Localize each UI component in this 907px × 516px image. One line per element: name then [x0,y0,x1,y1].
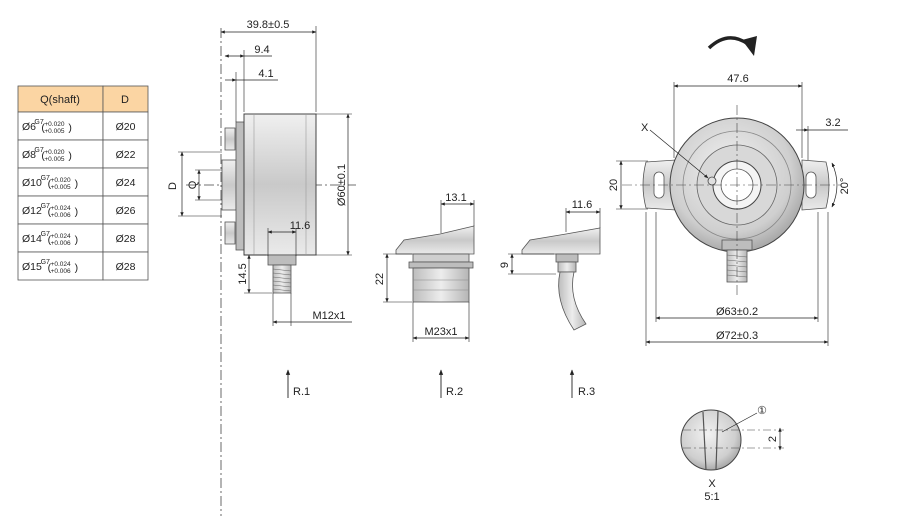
detail-callout: ① [757,405,767,417]
dim-13-1: 13.1 [445,192,466,204]
table-row-tol-low: +0.006 [51,268,71,275]
table-row-q: Ø6 [22,121,36,133]
table-row-fit: G7 [41,231,50,238]
side-view: 39.8±0.5 9.4 4.1 D Q Ø60±0.1 11.6 [167,19,356,516]
tol-bracket-open: ( [48,262,52,274]
dim-diameter-72: Ø72±0.3 [716,330,758,342]
ref-r1: R.1 [293,386,310,398]
table-row-d: Ø22 [116,149,136,161]
cable-gland [557,261,577,273]
table-cell-d [102,139,149,169]
table-row-fit: G7 [41,175,50,182]
ref-r3: R.3 [578,386,595,398]
table-row-fit: G7 [41,259,50,266]
table-row-q: Ø10 [22,177,42,189]
dim-47-6: 47.6 [727,73,748,85]
detail-marker-x: X [641,122,649,134]
table-header-q-cell [17,85,104,113]
table-row-tol-up: +0.020 [44,149,64,156]
table-row-fit: G7 [34,119,43,126]
dim-11-6-r3: 11.6 [572,199,593,211]
table-row-tol-up: +0.024 [51,233,71,240]
table-row-d: Ø28 [116,233,136,245]
table-row-d: Ø26 [116,205,136,217]
front-view: X 47.6 3.2 20 20° Ø63±0.2 Ø72±0.3 [608,36,851,346]
dim-9: 9 [499,262,511,268]
detail-circle [680,409,742,471]
connector-m12: M12x1 [312,310,345,322]
tol-bracket-close: ) [68,150,72,162]
table-rows: Ø6G7+0.020+0.005()Ø20Ø8G7+0.020+0.005()Ø… [17,111,149,281]
tol-bracket-close: ) [75,262,79,274]
dim-9-4: 9.4 [254,44,269,56]
table-row-d: Ø24 [116,177,136,189]
table-row-tol-low: +0.006 [51,212,71,219]
table-cell-d [102,223,149,253]
table-row-tol-low: +0.005 [51,184,71,191]
tol-bracket-open: ( [41,150,45,162]
detail-label: X [708,478,716,490]
table-row-tol-up: +0.024 [51,261,71,268]
detail-scale: 5:1 [704,491,719,503]
dim-14-5: 14.5 [237,263,249,284]
dim-20: 20 [608,179,620,191]
dim-4-1: 4.1 [258,68,273,80]
table-header-q: Q(shaft) [40,94,80,106]
table-row-q: Ø15 [22,261,42,273]
angle-20: 20° [839,178,851,195]
table-row-q: Ø8 [22,149,36,161]
table-cell-d [102,195,149,225]
cable [558,271,587,331]
rotation-arrow-icon [707,36,750,50]
table-row-q: Ø14 [22,233,42,245]
tol-bracket-close: ) [75,206,79,218]
label-d: D [167,182,179,190]
dim-diameter-63: Ø63±0.2 [716,306,758,318]
tol-bracket-open: ( [48,178,52,190]
table-header-d-cell [102,85,149,113]
dim-diameter-60: Ø60±0.1 [336,164,348,206]
table-row-fit: G7 [34,147,43,154]
tol-bracket-open: ( [41,122,45,134]
table-row-d: Ø20 [116,121,136,133]
table-row-tol-low: +0.006 [51,240,71,247]
tol-bracket-close: ) [75,234,79,246]
table-cell-d [102,167,149,197]
ref-r2: R.2 [446,386,463,398]
table-row-tol-up: +0.020 [44,121,64,128]
table-row-tol-low: +0.005 [44,128,64,135]
m23-connector [412,267,470,303]
table-row-fit: G7 [41,203,50,210]
shaft-size-table: Q(shaft) D Ø6G7+0.020+0.005()Ø20Ø8G7+0.0… [17,85,149,281]
detail-x: 2 ① X 5:1 [680,405,784,503]
view-r2: 13.1 22 M23x1 R.2 [374,192,475,398]
dim-11-6: 11.6 [290,220,311,232]
table-cell-q [17,111,104,141]
dim-total-length: 39.8±0.5 [247,19,290,31]
table-row-d: Ø28 [116,261,136,273]
tol-bracket-open: ( [48,206,52,218]
label-q: Q [187,180,199,189]
table-row-tol-up: +0.020 [51,177,71,184]
table-row-q: Ø12 [22,205,42,217]
table-row-tol-up: +0.024 [51,205,71,212]
tol-bracket-close: ) [68,122,72,134]
table-header-d: D [121,94,129,106]
table-cell-q [17,251,104,281]
connector-m23: M23x1 [424,326,457,338]
table-row-tol-low: +0.005 [44,156,64,163]
tol-bracket-open: ( [48,234,52,246]
detail-dim-2: 2 [767,436,779,442]
tol-bracket-close: ) [75,178,79,190]
dim-22: 22 [374,273,386,285]
dim-3-2: 3.2 [825,117,840,129]
view-r3: 11.6 9 R.3 [499,199,601,398]
table-cell-d [102,251,149,281]
encoder-body [243,113,317,256]
table-cell-q [17,195,104,225]
table-cell-d [102,111,149,141]
